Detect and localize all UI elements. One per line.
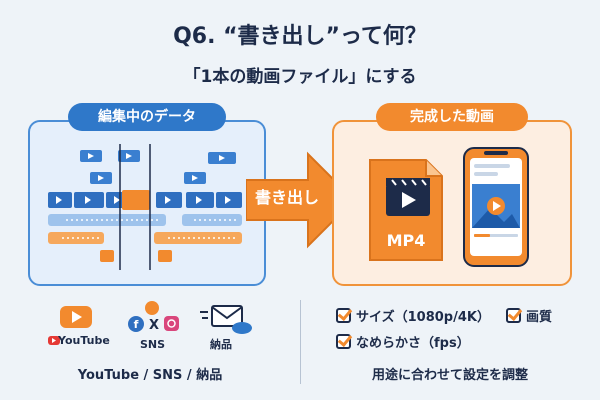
setting-quality: 画質 <box>506 306 552 325</box>
platforms-caption: YouTube / SNS / 納品 <box>77 368 223 383</box>
youtube-label: YouTube <box>58 334 110 347</box>
timeline-illustration <box>48 144 242 270</box>
checkbox-icon <box>336 308 351 323</box>
svg-text:f: f <box>134 318 139 331</box>
settings-caption: 用途に合わせて設定を調整 <box>371 368 528 383</box>
page-subtitle: 「1本の動画ファイル」にする <box>183 67 417 87</box>
user-icon <box>145 301 159 315</box>
mp4-file-icon <box>369 159 443 261</box>
divider <box>300 300 301 384</box>
delivery-label: 納品 <box>210 338 232 351</box>
instagram-icon <box>164 316 179 331</box>
checkbox-icon <box>336 334 351 349</box>
setting-fps: なめらかさ（fps） <box>336 332 470 351</box>
youtube-icon <box>48 306 92 345</box>
smartphone-icon <box>463 147 529 267</box>
finished-video-illustration: MP4 <box>369 147 529 267</box>
selected-clip <box>122 190 150 210</box>
mail-icon <box>211 305 243 327</box>
audio-track <box>182 214 242 226</box>
facebook-icon <box>128 316 144 332</box>
finished-video-label: 完成した動画 <box>376 103 528 131</box>
export-arrow-icon <box>246 151 356 249</box>
x-icon: X <box>149 318 159 333</box>
export-label: 書き出し <box>254 188 319 207</box>
sns-label: SNS <box>140 338 166 351</box>
editing-data-panel <box>28 120 266 286</box>
checkbox-icon <box>506 308 521 323</box>
page-title: Q6. “書き出し”って何？ <box>173 24 427 49</box>
video-clip <box>80 150 236 184</box>
file-format-label: MP4 <box>387 231 426 250</box>
finished-video-panel: MP4 <box>332 120 572 286</box>
editing-data-label: 編集中のデータ <box>68 103 226 131</box>
setting-size: サイズ（1080p/4K） <box>336 306 490 325</box>
audio-track <box>48 232 104 244</box>
cloud-icon <box>232 322 252 334</box>
sns-icons: f X <box>128 301 179 333</box>
delivery-icon <box>200 305 252 334</box>
